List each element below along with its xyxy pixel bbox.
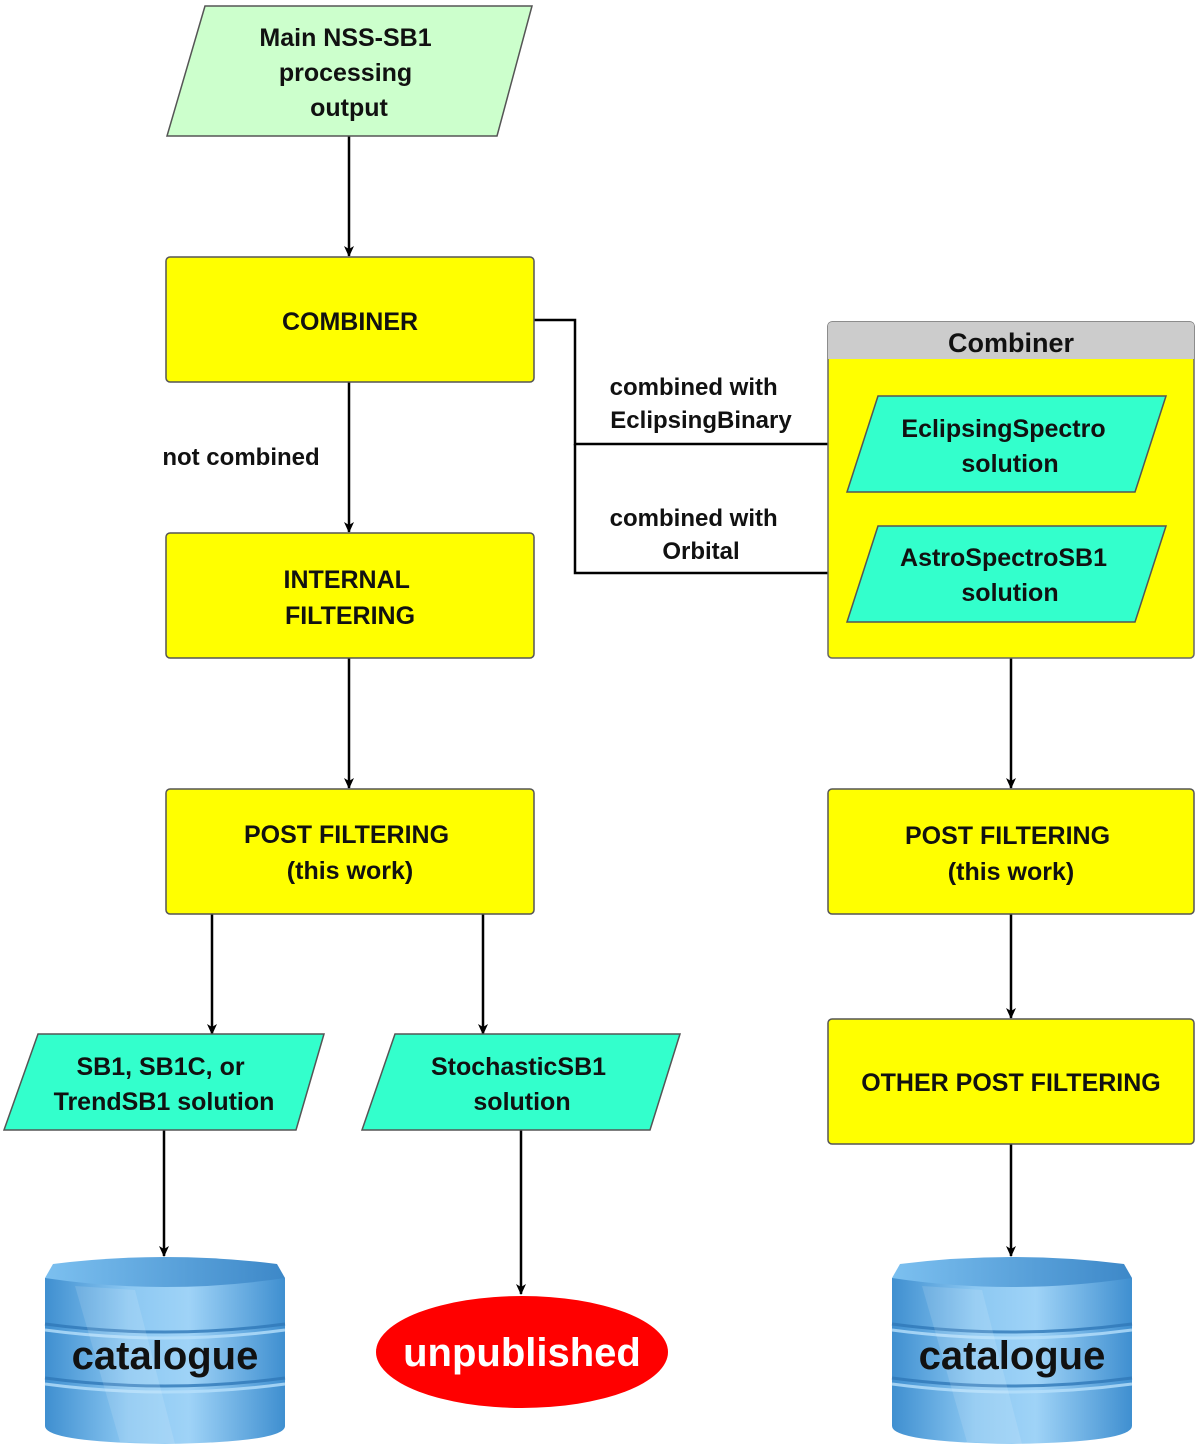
edge-combiner-to-eclipsing (534, 318, 865, 449)
svg-text:unpublished: unpublished (403, 1331, 641, 1375)
svg-text:POST FILTERING (this wor: POST FILTERING (this work) (244, 821, 456, 885)
node-other-post-filtering: OTHER POST FILTERING (827, 1018, 1195, 1145)
svg-text:catalogue: catalogue (919, 1334, 1106, 1378)
group-combiner-title: Combiner (948, 328, 1075, 358)
svg-text:OTHER POST FILTERING: OTHER POST FILTERING (861, 1069, 1161, 1097)
group-combiner: Combiner EclipsingSpectro solution Astro… (827, 321, 1195, 659)
node-combiner: COMBINER (165, 256, 535, 383)
node-catalogue-right: catalogue (891, 1257, 1133, 1444)
node-post-filtering-right: POST FILTERING (this work) (827, 788, 1195, 915)
edge-combiner-to-astro (573, 444, 865, 578)
svg-text:INTERNAL FILTERING: INTERNAL FILTERING (284, 566, 417, 630)
svg-text:COMBINER: COMBINER (282, 308, 418, 336)
edges (159, 136, 1016, 1295)
node-sb1-solution: SB1, SB1C, or TrendSB1 solution (2, 1033, 325, 1131)
node-internal-filtering: INTERNAL FILTERING (165, 532, 535, 659)
svg-text:StochasticSB1 solution: StochasticSB1 solution (431, 1053, 613, 1116)
svg-text:SB1, SB1C, or TrendSB1 s: SB1, SB1C, or TrendSB1 solution (54, 1053, 275, 1116)
edge-label-combined-eclipsing: combined with EclipsingBinary (610, 374, 793, 434)
node-main-output: Main NSS-SB1 processing output (165, 5, 533, 137)
edge-label-combined-orbital: combined with Orbital (610, 505, 785, 565)
edge-label-not-combined: not combined (162, 444, 319, 471)
node-post-filtering-left: POST FILTERING (this work) (165, 788, 535, 915)
node-stochastic-solution: StochasticSB1 solution (360, 1033, 682, 1131)
node-astro-spectro: AstroSpectroSB1 solution (845, 525, 1168, 623)
svg-text:AstroSpectroSB1 soluti: AstroSpectroSB1 solution (900, 544, 1114, 607)
node-catalogue-left: catalogue (44, 1257, 286, 1444)
node-eclipsing-spectro: EclipsingSpectro solution (845, 395, 1168, 493)
node-unpublished: unpublished (376, 1296, 668, 1408)
svg-text:catalogue: catalogue (72, 1334, 259, 1378)
svg-text:POST FILTERING (this wor: POST FILTERING (this work) (905, 822, 1117, 886)
svg-text:EclipsingSpectro solut: EclipsingSpectro solution (901, 415, 1112, 478)
svg-text:Main NSS-SB1 processing: Main NSS-SB1 processing output (259, 24, 438, 122)
